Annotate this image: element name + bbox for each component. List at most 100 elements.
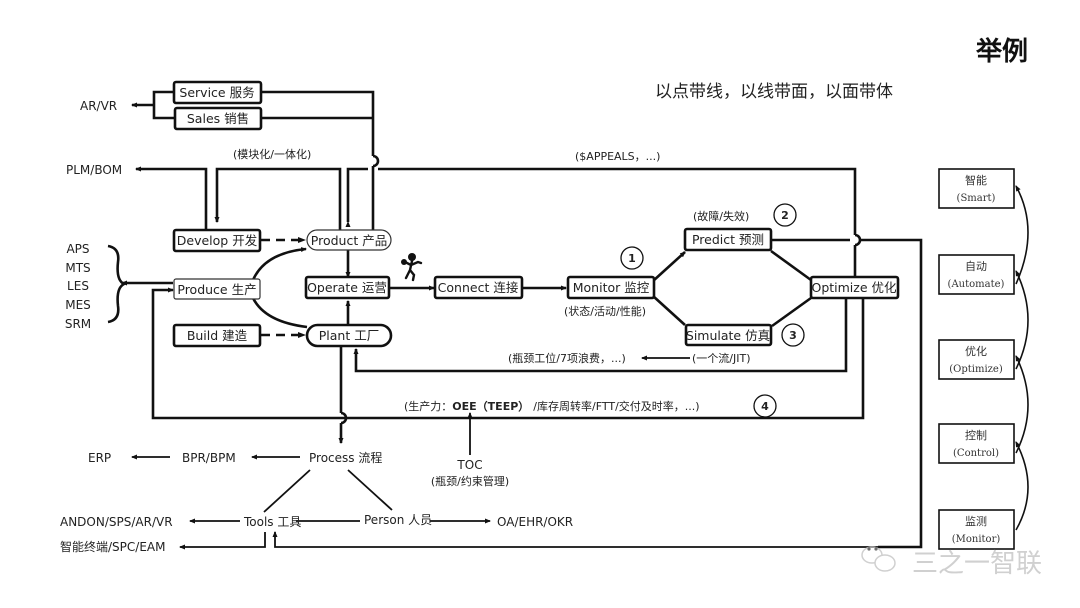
ladder-optimize-en: (Optimize): [949, 364, 1003, 375]
node-simulate-label: Simulate 仿真: [686, 328, 770, 343]
node-plant[interactable]: Plant 工厂: [305, 323, 393, 348]
external-smart-terminal: 智能终端/SPC/EAM: [60, 539, 165, 554]
ladder-monitor[interactable]: 监测 (Monitor): [938, 509, 1015, 550]
node-plant-label: Plant 工厂: [319, 328, 379, 343]
svg-text:4: 4: [761, 400, 769, 413]
optimize-to-plant-loop: [353, 298, 848, 373]
annotation-modular: (模块化/一体化): [233, 147, 311, 161]
ladder-monitor-en: (Monitor): [952, 534, 1001, 545]
tools-to-terminal: [179, 532, 266, 550]
marker-3: 3: [781, 323, 805, 347]
node-sales[interactable]: Sales 销售: [173, 106, 263, 131]
monitor-to-predict: [652, 251, 686, 282]
node-sales-label: Sales 销售: [187, 111, 249, 126]
annotation-one-piece-flow: (一个流/JIT): [692, 351, 751, 365]
ladder-automate[interactable]: 自动 (Automate): [938, 254, 1015, 295]
ladder-control-en: (Control): [953, 448, 999, 459]
node-connect-label: Connect 连接: [438, 280, 519, 295]
node-simulate[interactable]: Simulate 仿真: [684, 323, 773, 347]
marker-4: 4: [753, 394, 777, 418]
node-predict-label: Predict 预测: [692, 232, 764, 247]
external-system-mts: MTS: [65, 261, 90, 275]
node-optimize[interactable]: Optimize 优化: [809, 275, 900, 300]
predict-to-tools-outer: [860, 238, 923, 549]
external-bpr-bpm: BPR/BPM: [182, 451, 236, 465]
ladder-smart[interactable]: 智能 (Smart): [938, 168, 1015, 209]
systems-brace: [107, 244, 127, 324]
watermark-text: 三之一智联: [912, 549, 1042, 579]
process-to-person: [347, 469, 393, 511]
watermark: 三之一智联: [861, 546, 1042, 579]
external-system-les: LES: [67, 279, 89, 293]
node-optimize-label: Optimize 优化: [811, 280, 897, 295]
external-erp: ERP: [88, 451, 111, 465]
ladder-control-cn: 控制: [965, 428, 987, 442]
node-operate[interactable]: Operate 运营: [304, 275, 391, 300]
node-produce-label: Produce 生产: [177, 282, 256, 297]
appeals-arrow-end: [345, 167, 368, 227]
produce-to-product: [251, 246, 307, 281]
appeals-line: [378, 167, 857, 235]
external-oa: OA/EHR/OKR: [497, 515, 573, 529]
node-operate-label: Operate 运营: [307, 280, 387, 295]
ladder-optimize[interactable]: 优化 (Optimize): [938, 339, 1015, 380]
external-plm-bom: PLM/BOM: [66, 163, 122, 177]
optimize-to-produce-loop: [151, 287, 865, 420]
modular-loop: [214, 167, 342, 232]
svg-text:3: 3: [789, 329, 797, 342]
simulate-to-optimize: [771, 296, 812, 328]
external-system-srm: SRM: [65, 317, 91, 331]
ladder-smart-en: (Smart): [957, 193, 996, 204]
node-develop[interactable]: Develop 开发: [172, 228, 262, 253]
node-tools-label[interactable]: Tools 工具: [243, 515, 301, 529]
annotation-fault: (故障/失效): [693, 209, 749, 223]
marker-2: 2: [773, 203, 797, 227]
external-toc: TOC: [456, 458, 482, 472]
ladder-optimize-cn: 优化: [965, 344, 987, 358]
process-to-tools: [263, 469, 311, 513]
node-product[interactable]: Product 产品: [306, 229, 392, 251]
monitor-to-simulate: [652, 295, 686, 326]
node-monitor[interactable]: Monitor 监控: [566, 275, 656, 300]
ladder-to-tools: [272, 531, 878, 548]
node-build-label: Build 建造: [187, 328, 248, 343]
node-produce[interactable]: Produce 生产: [173, 278, 261, 300]
ladder-automate-en: (Automate): [948, 279, 1005, 290]
node-person-label[interactable]: Person 人员: [364, 513, 432, 527]
hop-productivity: [340, 411, 348, 425]
productivity-suffix: /库存周转率/FTT/交付及时率，...): [533, 399, 699, 413]
node-product-label: Product 产品: [311, 233, 387, 248]
ladder-control[interactable]: 控制 (Control): [938, 423, 1015, 464]
ladder-optimize-to-automate: [1015, 270, 1029, 370]
node-build[interactable]: Build 建造: [172, 323, 262, 348]
node-process-label[interactable]: Process 流程: [309, 450, 382, 465]
external-ar-vr: AR/VR: [80, 99, 117, 113]
node-service-label: Service 服务: [179, 85, 254, 100]
productivity-oee: OEE（TEEP）: [452, 400, 529, 413]
line-to-service: [257, 89, 375, 156]
connector-lines: [107, 89, 1029, 550]
ladder-smart-cn: 智能: [965, 173, 987, 187]
node-predict[interactable]: Predict 预测: [683, 227, 773, 252]
node-connect[interactable]: Connect 连接: [433, 275, 524, 300]
ladder-control-to-optimize: [1015, 355, 1029, 454]
annotation-productivity: (生产力：OEE（TEEP）/库存周转率/FTT/交付及时率，...): [404, 399, 700, 413]
hop-predict: [854, 233, 862, 247]
node-develop-label: Develop 开发: [177, 233, 258, 248]
ladder-monitor-cn: 监测: [965, 515, 987, 528]
annotation-state: (状态/活动/性能): [564, 304, 646, 318]
annotation-bottleneck: (瓶颈工位/7项浪费，...): [508, 351, 626, 365]
external-toc-note: (瓶颈/约束管理): [431, 474, 509, 488]
predict-to-optimize: [770, 249, 812, 282]
external-system-mes: MES: [65, 298, 91, 312]
page-title: 举例: [975, 36, 1028, 67]
page-subtitle: 以点带线，以线带面，以面带体: [655, 82, 893, 102]
svg-text:1: 1: [628, 252, 636, 265]
external-andon: ANDON/SPS/AR/VR: [60, 515, 173, 529]
arrow-to-plm: [135, 166, 208, 232]
svg-text:2: 2: [781, 209, 789, 222]
node-service[interactable]: Service 服务: [172, 80, 263, 105]
node-monitor-label: Monitor 监控: [573, 280, 650, 295]
ladder-monitor-to-control: [1015, 441, 1029, 531]
